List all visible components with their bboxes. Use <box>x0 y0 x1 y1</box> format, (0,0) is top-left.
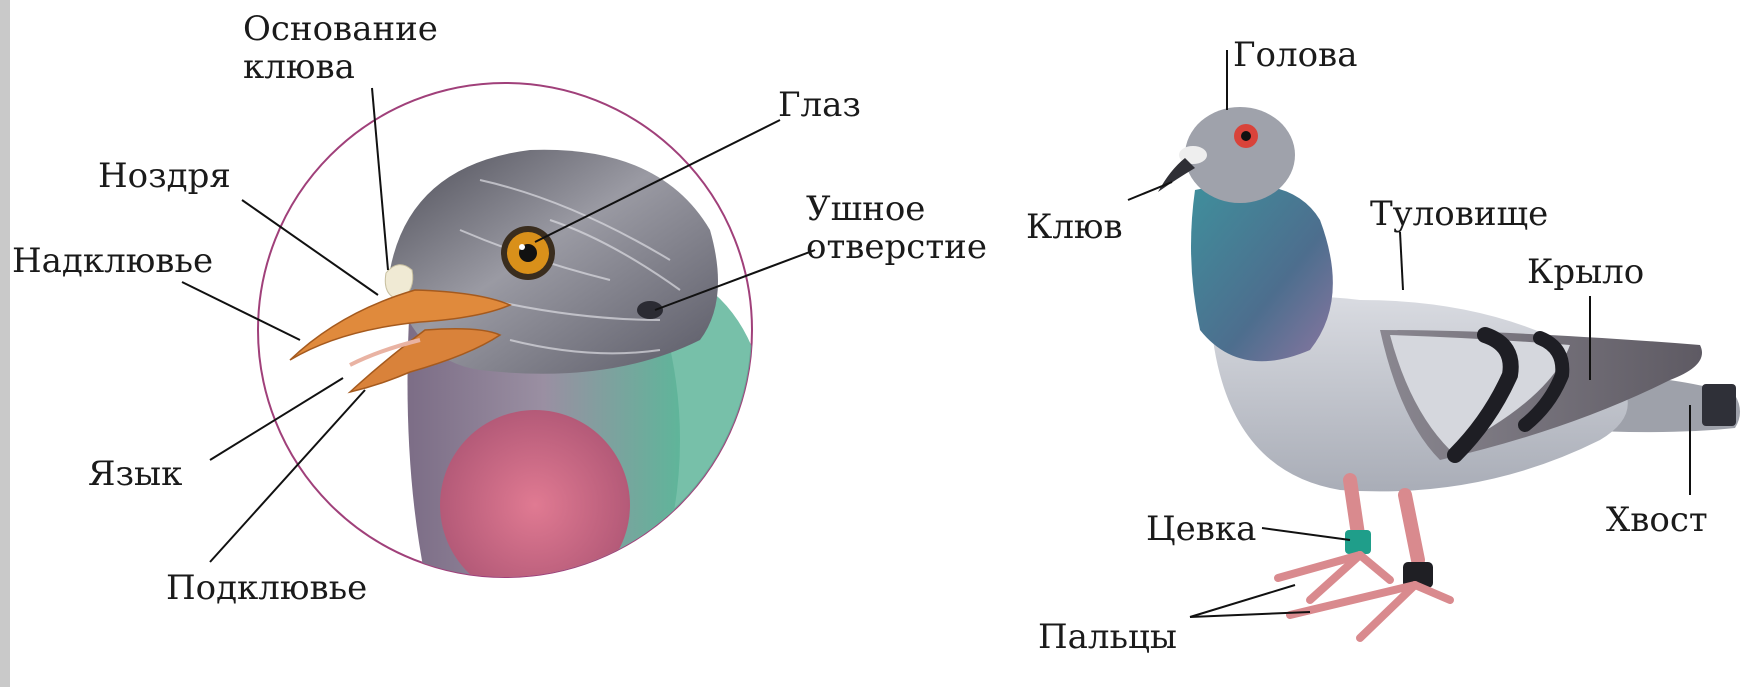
leader-tarsus <box>1262 528 1350 540</box>
label-tarsus: Цевка <box>1146 510 1256 548</box>
label-torso: Туловище <box>1370 195 1548 233</box>
label-upper-beak: Надклювье <box>12 242 213 280</box>
leg-band-green <box>1345 530 1371 554</box>
leader-toes-1 <box>1190 585 1295 617</box>
pigeon-neck <box>1191 184 1333 361</box>
diagram-canvas: Основание клюва Глаз Ноздря Ушное отверс… <box>10 0 1743 687</box>
eye-highlight <box>519 244 525 250</box>
label-nostril: Ноздря <box>98 157 231 195</box>
pigeon-beak <box>1158 158 1195 192</box>
label-eye: Глаз <box>778 86 861 124</box>
leader-torso <box>1400 232 1403 290</box>
label-tongue: Язык <box>88 455 182 493</box>
label-wing: Крыло <box>1527 253 1644 291</box>
label-head: Голова <box>1233 36 1357 74</box>
breast-pink-feathers <box>440 410 630 600</box>
pigeon-pupil <box>1241 131 1251 141</box>
leg-back <box>1405 495 1418 560</box>
label-lower-beak: Подклювье <box>166 569 367 607</box>
label-beak: Клюв <box>1026 208 1123 246</box>
pigeon-illustration <box>1158 107 1740 638</box>
label-beak-base: Основание клюва <box>243 10 438 86</box>
label-tail: Хвост <box>1606 501 1708 539</box>
label-toes: Пальцы <box>1038 618 1177 656</box>
leader-beak <box>1128 182 1172 200</box>
tail-tip-band <box>1702 384 1736 426</box>
head-closeup-illustration <box>258 83 770 600</box>
label-ear-opening: Ушное отверстие <box>806 190 987 266</box>
ear-opening <box>637 301 663 319</box>
